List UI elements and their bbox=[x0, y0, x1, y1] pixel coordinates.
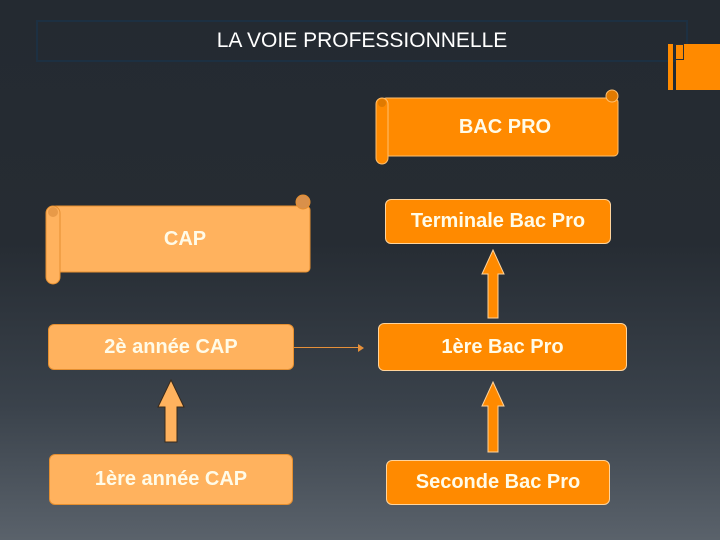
up-arrow-icon bbox=[157, 379, 185, 443]
seconde-bac-pro-box: Seconde Bac Pro bbox=[386, 460, 610, 505]
premiere-annee-cap-label: 1ère année CAP bbox=[94, 468, 248, 490]
up-arrow-icon bbox=[481, 381, 505, 453]
title-text: LA VOIE PROFESSIONNELLE bbox=[216, 29, 508, 52]
bac-pro-scroll bbox=[375, 89, 619, 165]
terminale-bac-pro-label: Terminale Bac Pro bbox=[410, 210, 586, 232]
deuxieme-annee-cap-box: 2è année CAP bbox=[48, 324, 294, 370]
bac-pro-label: BAC PRO bbox=[458, 115, 552, 138]
deuxieme-annee-cap-label: 2è année CAP bbox=[104, 335, 238, 358]
premiere-annee-cap-box: 1ère année CAP bbox=[49, 454, 293, 505]
cap-label: CAP bbox=[163, 227, 207, 250]
connector-arrowhead-icon bbox=[358, 344, 364, 352]
terminale-bac-pro-box: Terminale Bac Pro bbox=[385, 199, 611, 244]
decorative-bar bbox=[668, 44, 673, 90]
decorative-outline bbox=[674, 44, 684, 60]
slide-title: LA VOIE PROFESSIONNELLE bbox=[36, 20, 688, 62]
premiere-bac-pro-box: 1ère Bac Pro bbox=[378, 323, 627, 371]
cap-scroll bbox=[45, 194, 311, 285]
connector-line bbox=[294, 347, 360, 348]
premiere-bac-pro-label: 1ère Bac Pro bbox=[441, 335, 564, 358]
up-arrow-icon bbox=[481, 249, 505, 319]
seconde-bac-pro-label: Seconde Bac Pro bbox=[415, 471, 581, 493]
